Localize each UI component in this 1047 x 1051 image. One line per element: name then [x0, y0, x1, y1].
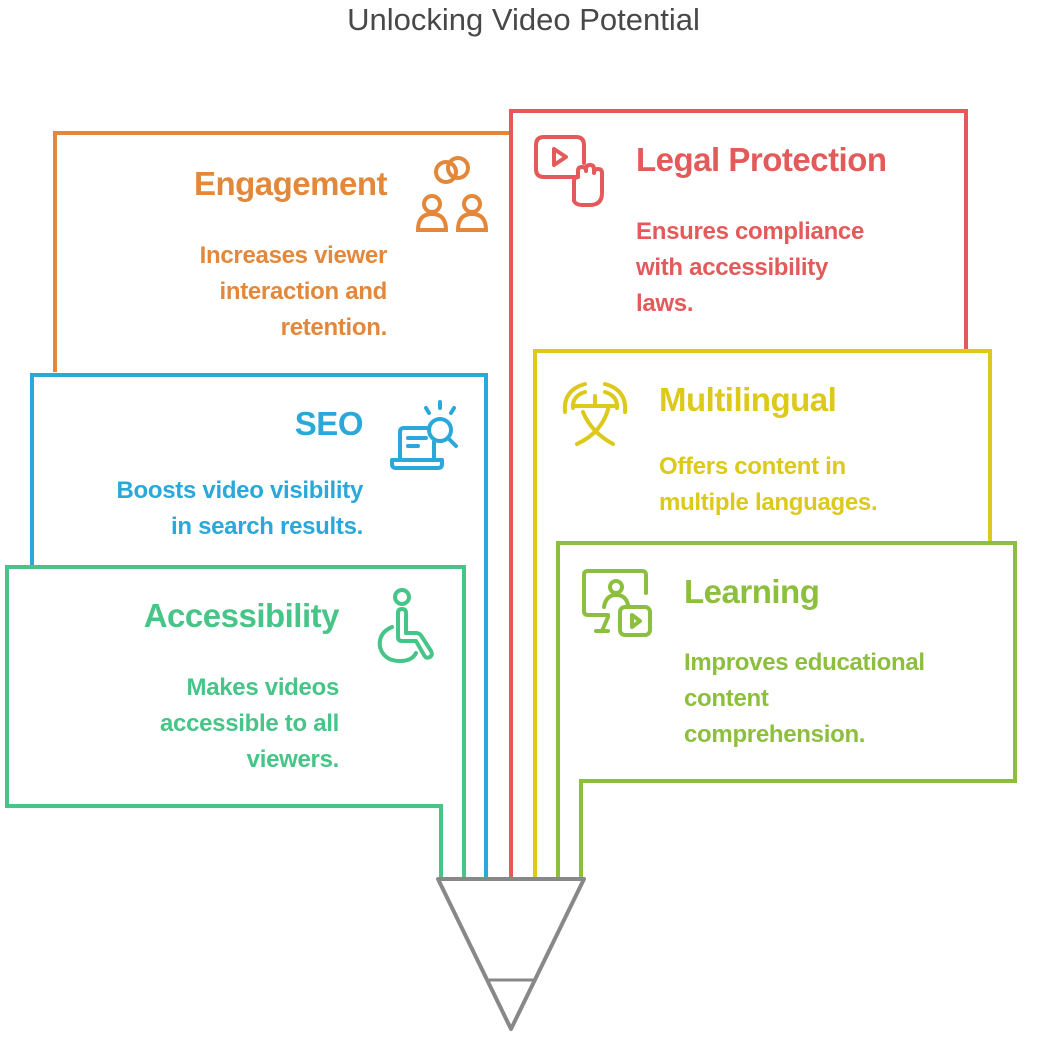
people-connection-icon	[415, 156, 489, 232]
desc-line: multiple languages.	[659, 489, 878, 516]
desc-line: viewers.	[246, 746, 340, 773]
wheelchair-icon	[377, 588, 434, 663]
multilingual-heading: Multilingual	[659, 381, 837, 418]
funnel-outline	[436, 877, 586, 1031]
multilingual-panel-outline	[533, 349, 992, 878]
learning-panel-outline	[556, 541, 1017, 878]
accessibility-description: Makes videos accessible to all viewers.	[30, 670, 339, 778]
desc-line: Makes videos	[186, 674, 340, 701]
seo-description: Boosts video visibility in search result…	[40, 473, 364, 545]
laptop-search-icon	[390, 400, 458, 470]
learning-description: Improves educational content comprehensi…	[684, 645, 1004, 753]
desc-line: in search results.	[170, 513, 363, 540]
engagement-description: Increases viewer interaction and retenti…	[100, 238, 388, 346]
desc-line: with accessibility	[636, 254, 829, 281]
legal-description: Ensures compliance with accessibility la…	[636, 214, 956, 322]
seo-panel-outline	[30, 373, 488, 878]
desc-line: Boosts video visibility	[116, 477, 364, 504]
translate-broadcast-icon	[562, 382, 628, 446]
desc-line: accessible to all	[159, 710, 339, 737]
seo-heading: SEO	[294, 405, 364, 442]
desc-line: Ensures compliance	[636, 218, 865, 245]
desc-line: laws.	[636, 290, 694, 317]
desc-line: retention.	[280, 314, 388, 341]
desc-line: Increases viewer	[199, 242, 388, 269]
desc-line: comprehension.	[684, 721, 866, 748]
accessibility-heading: Accessibility	[143, 597, 340, 634]
video-hand-stop-icon	[534, 135, 604, 207]
page-title: Unlocking Video Potential	[347, 2, 700, 37]
engagement-heading: Engagement	[193, 165, 388, 202]
multilingual-description: Offers content in multiple languages.	[659, 449, 979, 521]
learning-heading: Learning	[684, 573, 820, 610]
desc-line: Improves educational	[684, 649, 925, 676]
desc-line: Offers content in	[659, 453, 846, 480]
accessibility-panel-outline	[5, 565, 466, 878]
screen-teacher-video-icon	[582, 569, 652, 637]
legal-heading: Legal Protection	[636, 141, 887, 178]
desc-line: interaction and	[219, 278, 387, 305]
desc-line: content	[684, 685, 769, 712]
legal-panel-outline	[509, 109, 968, 878]
